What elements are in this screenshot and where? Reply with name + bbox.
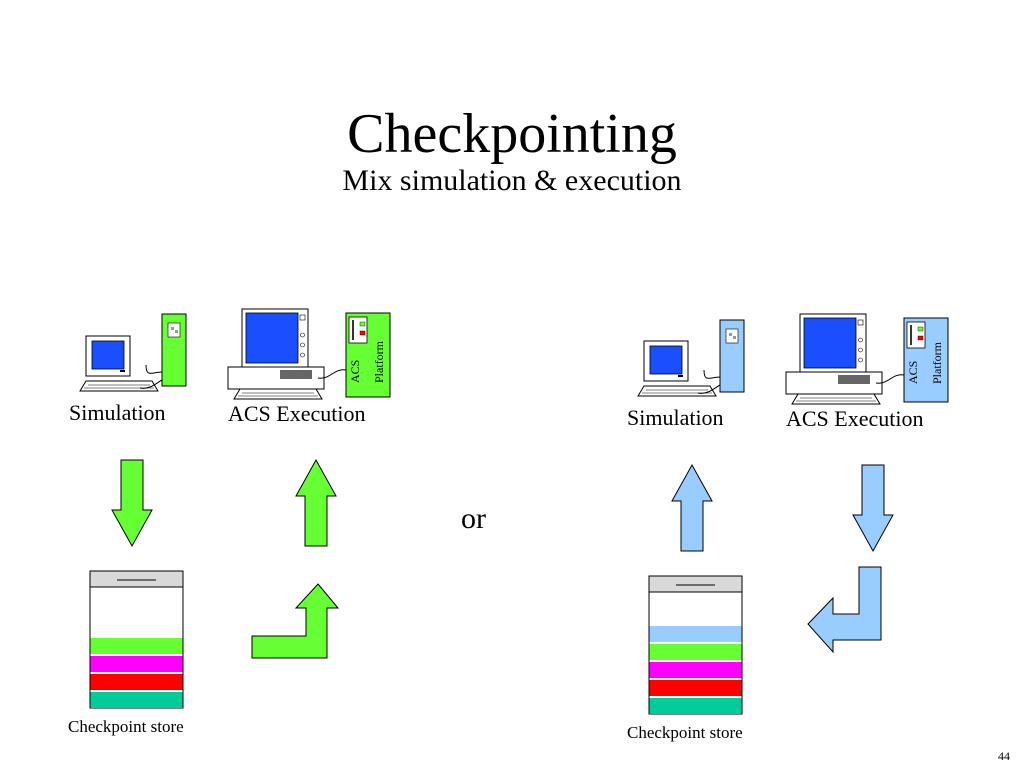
right-simulation-label: Simulation <box>627 405 724 430</box>
left-store-teal-layer <box>90 692 183 708</box>
right-platform-label-line2: Platform <box>930 341 944 384</box>
left-simulation-tower <box>161 313 187 387</box>
left-arrow-up <box>295 459 337 547</box>
right-checkpoint-store <box>648 575 743 715</box>
slide-subtitle: Mix simulation & execution <box>342 164 682 197</box>
right-store-teal-layer <box>649 698 742 714</box>
left-execution-workstation: ACS Platform <box>227 308 391 400</box>
right-arrow-down <box>852 464 894 552</box>
left-panel: ACS Platform <box>79 308 391 709</box>
right-simulation-computer <box>637 319 745 397</box>
left-store-magenta-layer <box>90 656 183 672</box>
right-bent-arrow <box>807 566 882 654</box>
left-checkpoint-store <box>89 570 184 709</box>
left-platform-label-line2: Platform <box>372 340 386 383</box>
right-panel: ACS Platform <box>637 313 949 715</box>
right-execution-label: ACS Execution <box>786 406 924 431</box>
right-store-label: Checkpoint store <box>627 723 743 742</box>
or-label: or <box>461 502 486 535</box>
left-arrow-down <box>111 459 153 547</box>
slide-title: Checkpointing <box>347 103 677 165</box>
right-execution-workstation: ACS Platform <box>785 313 949 405</box>
right-platform-label-line1: ACS <box>906 361 920 384</box>
left-execution-label: ACS Execution <box>228 401 366 426</box>
left-store-red-layer <box>90 674 183 690</box>
right-store-light-blue-layer <box>649 626 742 642</box>
right-store-green-layer <box>649 644 742 660</box>
right-store-red-layer <box>649 680 742 696</box>
left-bent-arrow <box>251 583 340 659</box>
left-simulation-computer <box>79 313 187 392</box>
right-arrow-up <box>671 464 713 552</box>
left-platform-label-line1: ACS <box>348 360 362 383</box>
right-store-magenta-layer <box>649 662 742 678</box>
left-store-green-layer <box>90 638 183 654</box>
page-number: 44 <box>998 749 1010 763</box>
left-simulation-label: Simulation <box>69 400 166 425</box>
left-store-label: Checkpoint store <box>68 717 184 736</box>
